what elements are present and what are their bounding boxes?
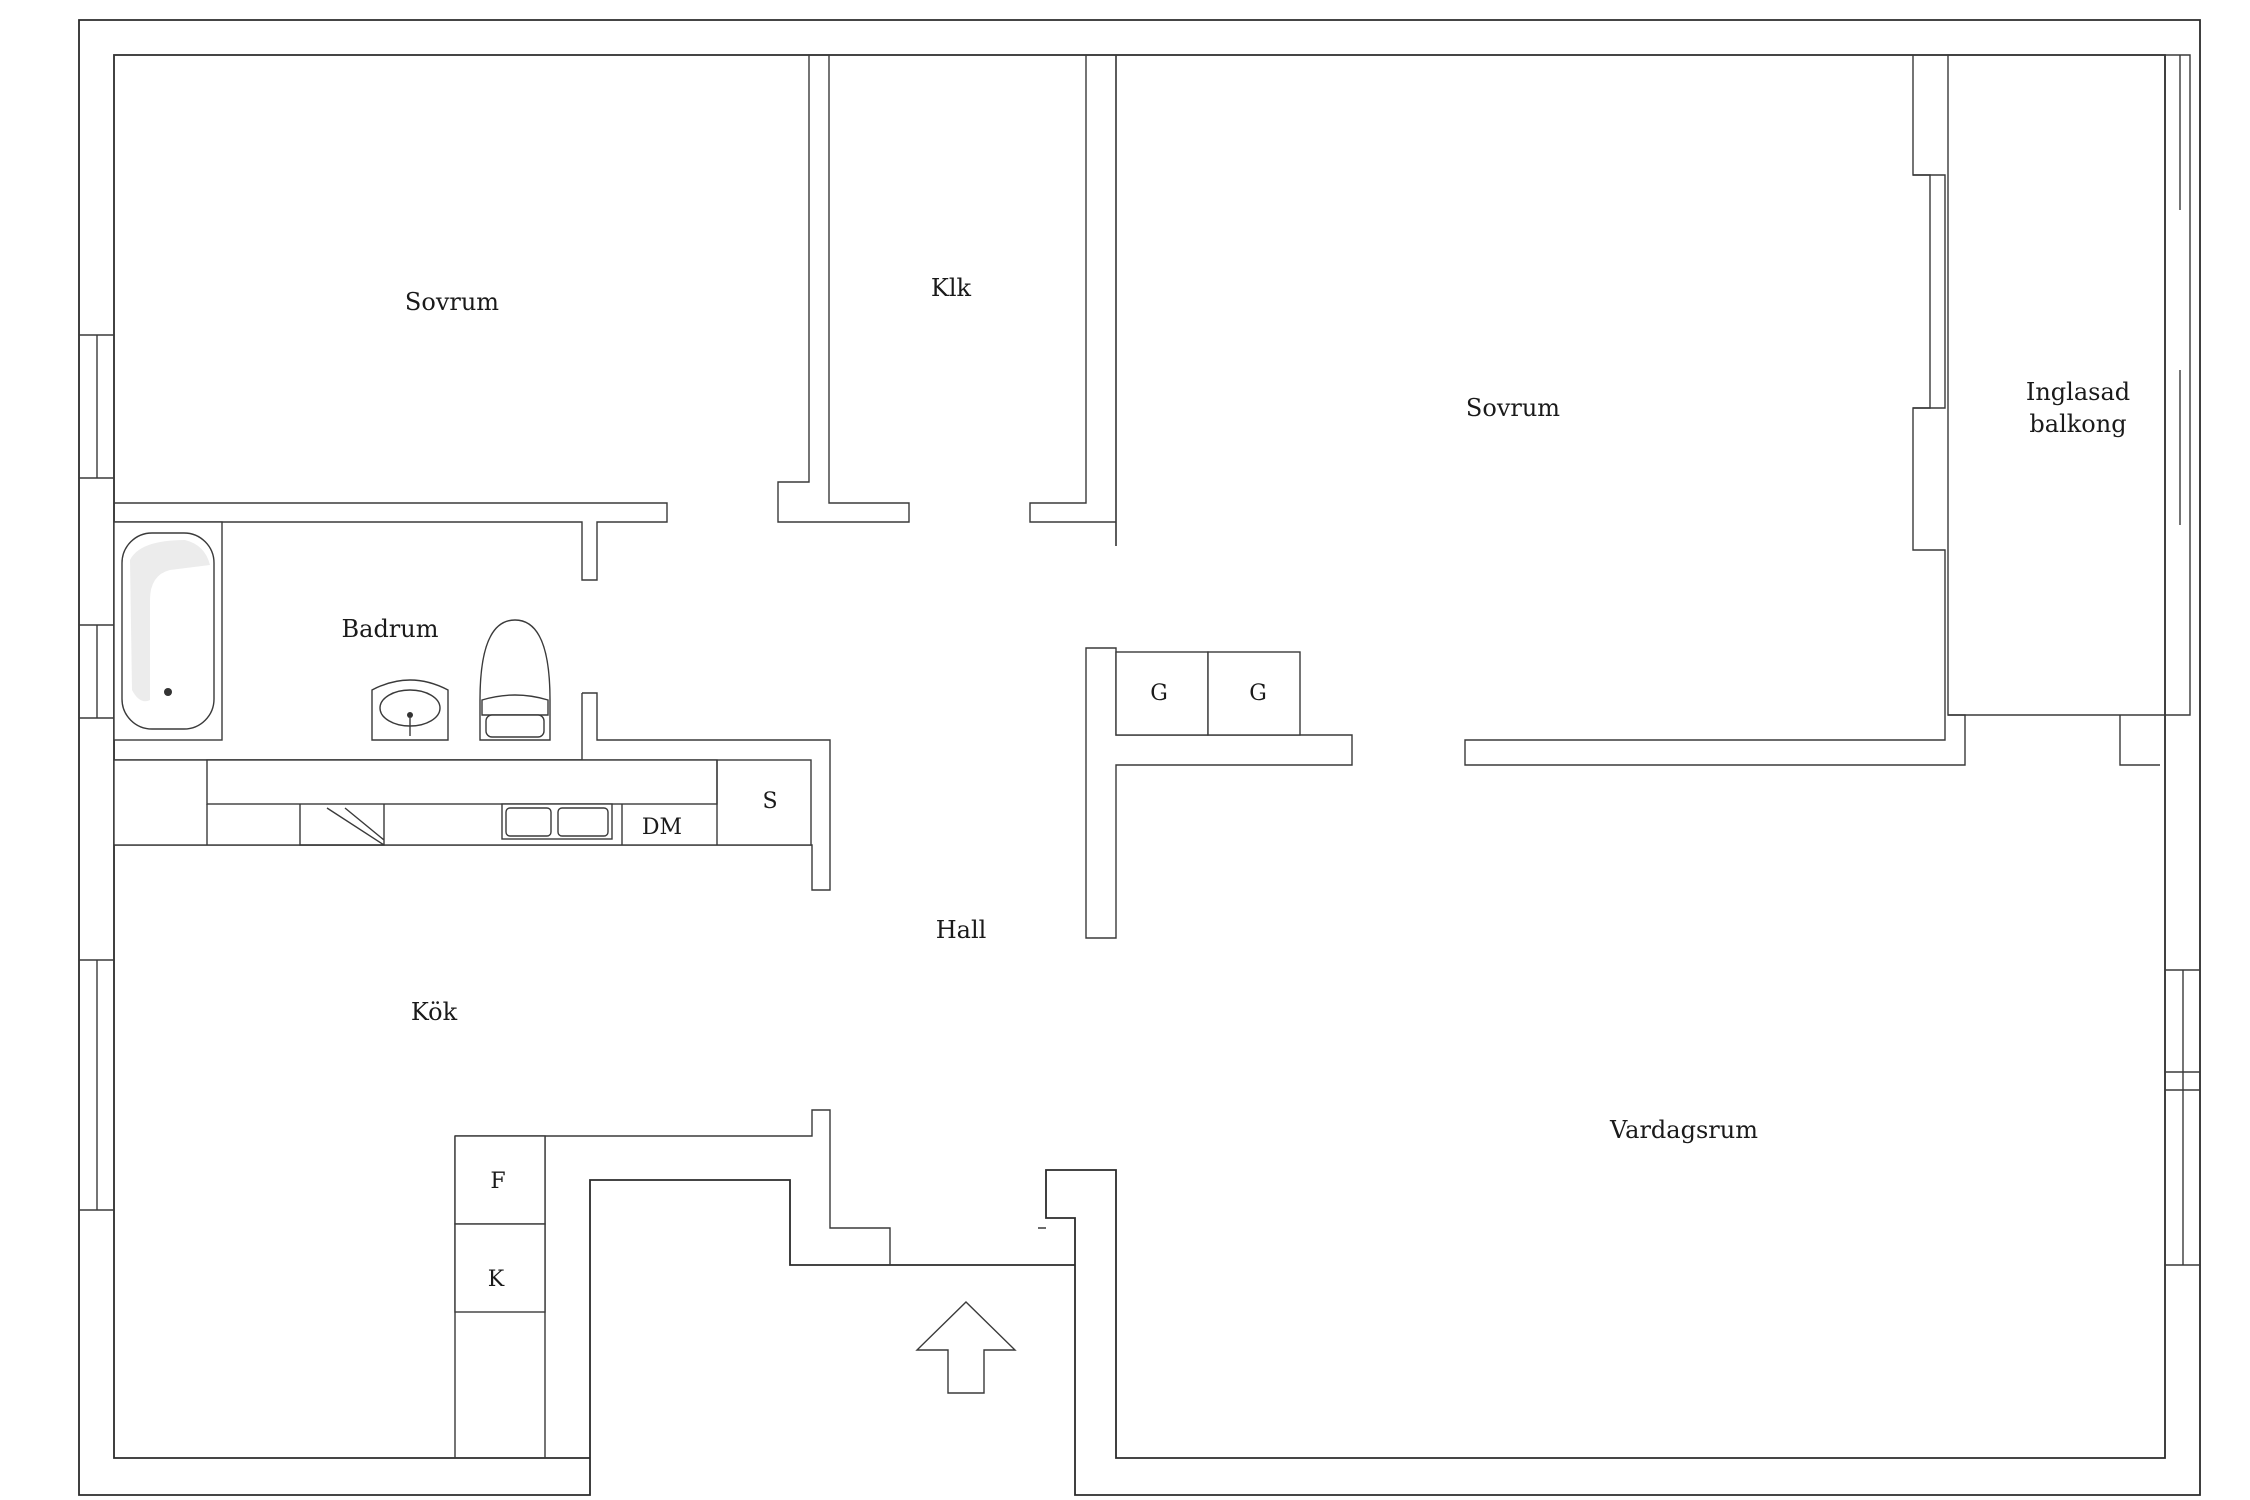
room-label-bedroom-right: Sovrum <box>1466 394 1560 422</box>
fixture-label-storage: S <box>762 789 777 814</box>
exterior-wall <box>78 19 2201 1496</box>
room-label-balcony-line1: Inglasad <box>2026 378 2130 406</box>
bedroom-left-inner <box>777 54 910 523</box>
toilet <box>479 619 551 741</box>
room-label-living-room: Vardagsrum <box>1609 1116 1758 1144</box>
fridge-column <box>454 1135 546 1313</box>
kitchen-counter <box>113 759 812 846</box>
kitchen-lower-walls <box>454 1109 1046 1458</box>
windows <box>79 174 2200 1266</box>
bedroom-right-walls <box>1115 55 1966 766</box>
fixture-label-freezer: F <box>490 1169 505 1194</box>
bathtub <box>113 521 223 741</box>
fixture-label-fridge: K <box>488 1267 505 1292</box>
room-label-balcony-line2: balkong <box>2029 410 2126 438</box>
room-label-hall: Hall <box>936 916 987 944</box>
room-label-kitchen: Kök <box>411 998 458 1026</box>
fixture-label-dishwasher: DM <box>642 815 682 840</box>
fixture-label-wardrobe-2: G <box>1249 681 1267 706</box>
balcony-walls <box>1947 54 2191 766</box>
room-label-closet: Klk <box>931 274 972 302</box>
entrance-arrow-icon <box>915 1301 1017 1394</box>
bedroom-left-walls <box>113 55 668 581</box>
room-label-bedroom-left: Sovrum <box>405 288 499 316</box>
fixture-label-wardrobe-1: G <box>1150 681 1168 706</box>
bathroom-sink <box>371 679 449 741</box>
room-label-bathroom: Badrum <box>342 615 439 643</box>
wardrobes <box>1115 651 1301 736</box>
